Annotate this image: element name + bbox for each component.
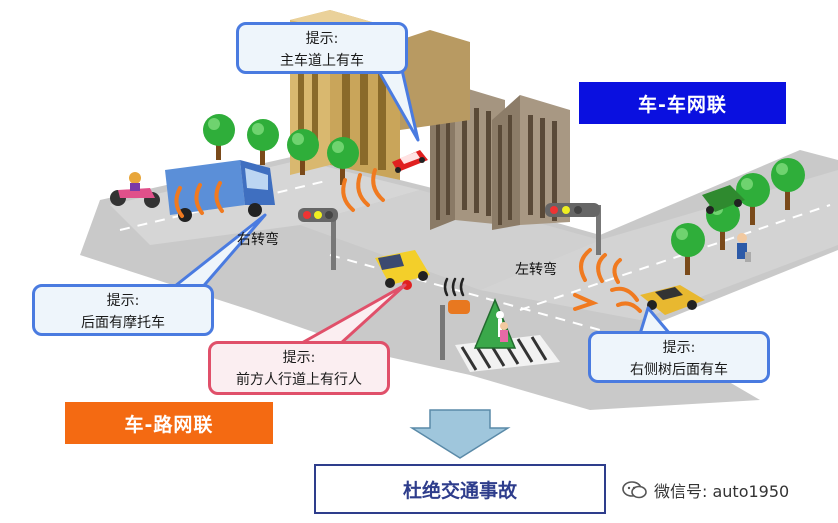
callout-title: 提示: xyxy=(106,293,140,309)
ped-signal-waves xyxy=(443,277,465,297)
traffic-light-right xyxy=(545,203,601,255)
callout-text: 后面有摩托车 xyxy=(81,315,165,331)
callout-title: 提示: xyxy=(662,340,696,356)
callout-rear-motorcycle: 提示: 后面有摩托车 xyxy=(32,284,214,336)
truck xyxy=(165,160,275,222)
result-box: 杜绝交通事故 xyxy=(314,464,606,514)
traffic-light-left xyxy=(298,208,338,270)
result-label: 杜绝交通事故 xyxy=(402,479,517,502)
building-right xyxy=(492,95,570,230)
signal-waves xyxy=(174,168,642,313)
banner-vehicle-to-road: 车-路网联 xyxy=(65,402,273,444)
motorcycle xyxy=(110,172,160,208)
callout-title: 提示: xyxy=(305,31,339,47)
banner-vehicle-to-vehicle: 车-车网联 xyxy=(579,82,786,124)
red-car xyxy=(392,150,428,173)
yellow-car xyxy=(640,285,705,315)
green-car xyxy=(702,185,745,214)
label-right-turn: 右转弯 xyxy=(237,232,279,248)
pedestrian-signal xyxy=(440,300,470,360)
watermark: 微信号: auto1950 xyxy=(622,478,789,502)
building-back xyxy=(400,30,470,130)
yellow-van xyxy=(375,250,430,290)
watermark-text: 微信号: auto1950 xyxy=(654,482,790,501)
callout-text: 前方人行道上有行人 xyxy=(236,372,362,388)
pedestrians xyxy=(500,233,751,342)
label-left-turn: 左转弯 xyxy=(515,262,557,278)
callout-main-lane-car: 提示: 主车道上有车 xyxy=(236,22,408,74)
callout-title: 提示: xyxy=(282,350,316,366)
callout-text: 主车道上有车 xyxy=(280,53,364,69)
wechat-icon xyxy=(622,481,647,499)
callout-pedestrian-ahead: 提示: 前方人行道上有行人 xyxy=(208,341,390,395)
down-arrow-icon xyxy=(409,409,511,459)
callout-car-behind-tree: 提示: 右侧树后面有车 xyxy=(588,331,770,383)
callout-text: 右侧树后面有车 xyxy=(630,362,728,378)
